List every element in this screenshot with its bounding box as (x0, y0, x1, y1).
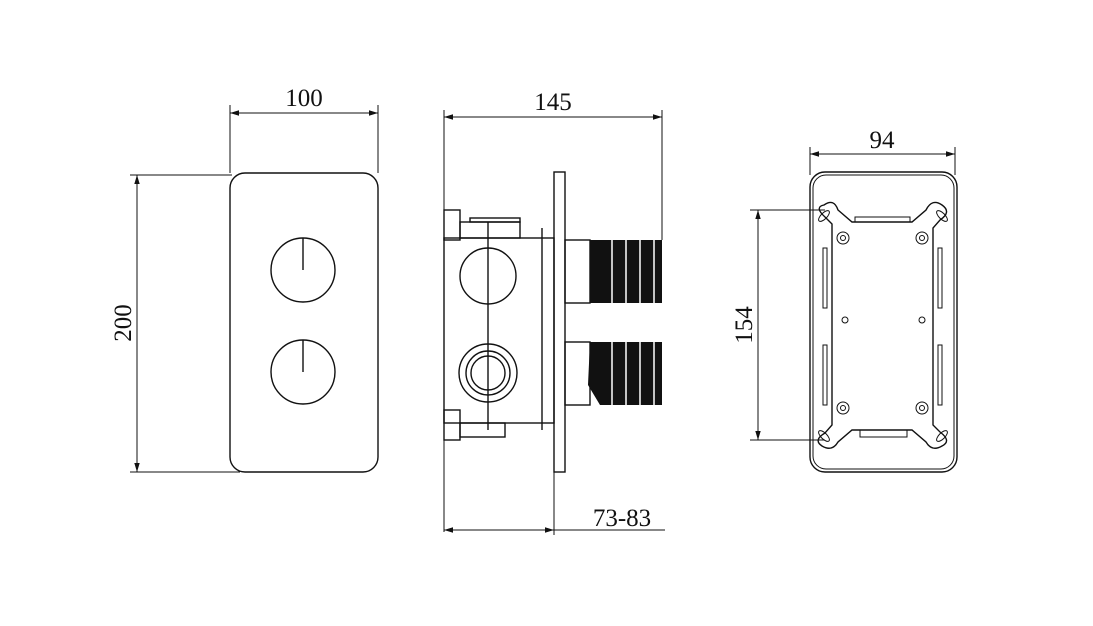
back-height-label: 154 (731, 306, 758, 344)
side-view: 145 73-83 (443, 89, 665, 535)
back-plate-outline (809, 171, 958, 473)
valve-box (443, 237, 555, 424)
back-height-dimension: 154 (731, 209, 825, 441)
upper-threaded-pipe (564, 239, 662, 304)
lower-threaded-pipe (564, 341, 662, 406)
depth-dimension: 145 (444, 89, 663, 240)
height-dimension: 200 (110, 174, 240, 473)
front-plate (229, 172, 379, 473)
range-dimension: 73-83 (444, 472, 665, 535)
flange-plate (553, 171, 566, 473)
front-width-label: 100 (285, 85, 323, 112)
back-view: 94 154 (731, 127, 958, 473)
width-dimension: 100 (229, 85, 379, 173)
mounting-bracket (817, 201, 948, 449)
back-width-label: 94 (870, 127, 896, 154)
side-depth-label: 145 (534, 89, 572, 116)
back-width-dimension: 94 (809, 127, 956, 175)
lower-knob (270, 339, 336, 405)
outlet-fitting (458, 343, 518, 403)
front-view: 100 200 (110, 85, 379, 473)
front-height-label: 200 (110, 304, 137, 342)
upper-knob (270, 237, 336, 303)
side-range-label: 73-83 (593, 505, 651, 532)
